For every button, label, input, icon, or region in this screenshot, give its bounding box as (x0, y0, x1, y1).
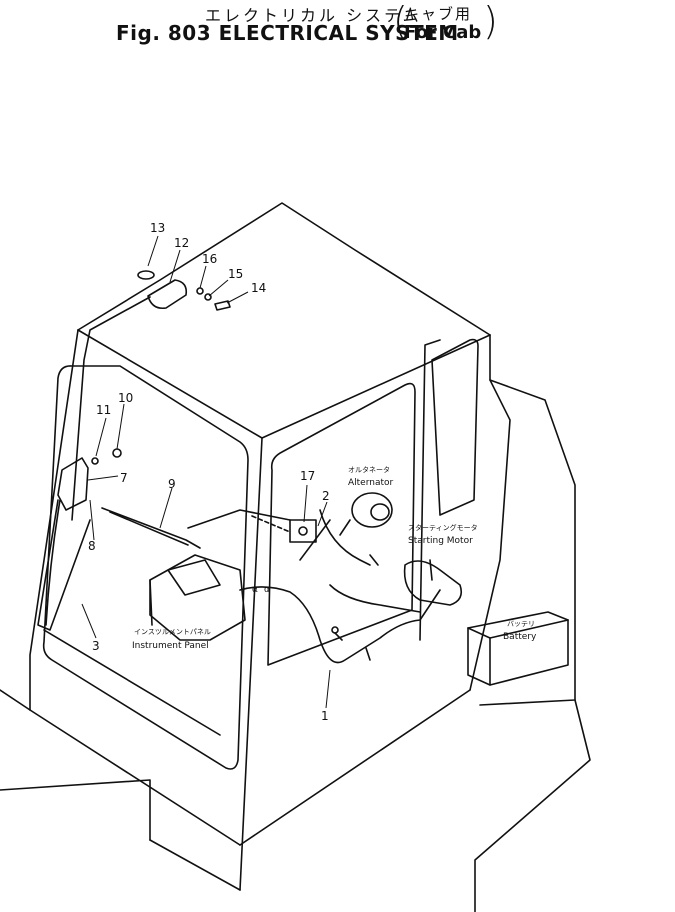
starting-motor-label-jp: スターティングモータ (408, 523, 478, 532)
callout-3: 3 (92, 639, 100, 653)
callout-17: 17 (300, 469, 315, 483)
callout-labels: 13 12 16 15 14 11 10 7 9 8 17 2 3 1 (88, 221, 330, 723)
alternator-label: Alternator (348, 478, 394, 488)
leader-lines (81, 235, 331, 709)
wiper-harness (37, 499, 221, 736)
title-english-suffix: For Cab (404, 22, 482, 43)
callout-16: 16 (202, 252, 217, 266)
harness-1 (239, 509, 441, 664)
title-japanese-suffix: キャブ用 (404, 5, 473, 23)
side-window (267, 338, 479, 666)
callout-1: 1 (321, 709, 329, 723)
callout-15: 15 (228, 267, 243, 281)
callout-10: 10 (118, 391, 133, 405)
callout-8: 8 (88, 539, 96, 553)
switch-assembly (57, 448, 122, 511)
alpha-mark-right: α (264, 585, 270, 595)
battery-label-jp: バッテリ (507, 620, 535, 628)
screw-set (196, 287, 231, 311)
callout-9: 9 (168, 477, 176, 491)
alpha-mark-left: α (252, 585, 258, 595)
instrument-panel-label: Instrument Panel (132, 641, 209, 651)
callout-11: 11 (96, 403, 111, 417)
callout-2: 2 (322, 489, 330, 503)
starting-motor (403, 559, 463, 606)
dashed-wire (251, 515, 291, 533)
battery-label: Battery (503, 632, 537, 642)
callout-12: 12 (174, 236, 189, 250)
figure-title: エレクトリカル システム ( キャブ用 Fig. 803 ELECTRICAL … (0, 0, 675, 60)
ground-bolt (331, 626, 371, 661)
dome-lamp (71, 270, 188, 521)
alternator-label-jp: オルタネータ (348, 465, 390, 474)
callout-14: 14 (251, 281, 266, 295)
starting-motor-label: Starting Motor (408, 536, 473, 546)
instrument-panel-label-jp: インスツルメントパネル (134, 628, 211, 636)
title-english: Fig. 803 ELECTRICAL SYSTEM (116, 21, 459, 45)
title-paren-left: ( (393, 0, 408, 43)
component-labels: オルタネータ Alternator スターティングモータ Starting Mo… (132, 465, 537, 651)
cab-outline (0, 202, 591, 912)
battery (467, 611, 569, 686)
title-paren-right: ) (483, 0, 498, 43)
front-window (42, 365, 249, 770)
callout-7: 7 (120, 471, 128, 485)
alternator (339, 492, 393, 566)
relay-17 (289, 519, 317, 543)
harness-3 (45, 499, 291, 626)
title-japanese: エレクトリカル システム (205, 6, 422, 25)
instrument-panel (149, 554, 246, 641)
callout-13: 13 (150, 221, 165, 235)
